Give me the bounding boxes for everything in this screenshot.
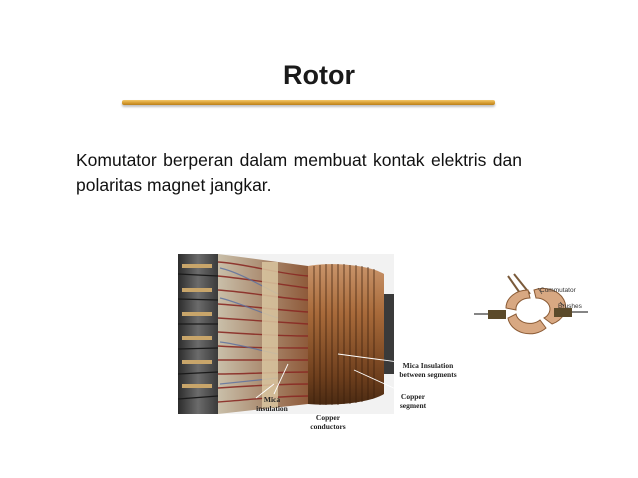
armature-photo (178, 254, 394, 414)
label-commutator: Commutator (540, 287, 576, 294)
title-underline (122, 100, 495, 105)
slide-body-text: Komutator berperan dalam membuat kontak … (76, 150, 522, 195)
label-mica-insulation: Mica insulation (256, 395, 288, 413)
label-copper-segment: Copper segment (399, 392, 427, 410)
label-mica-between-segments: Mica Insulation between segments (399, 361, 457, 379)
commutator-diagram (474, 273, 588, 335)
label-brushes: Brushes (558, 303, 582, 310)
slide-title: Rotor (283, 60, 355, 90)
label-copper-conductors: Copper conductors (310, 413, 346, 431)
